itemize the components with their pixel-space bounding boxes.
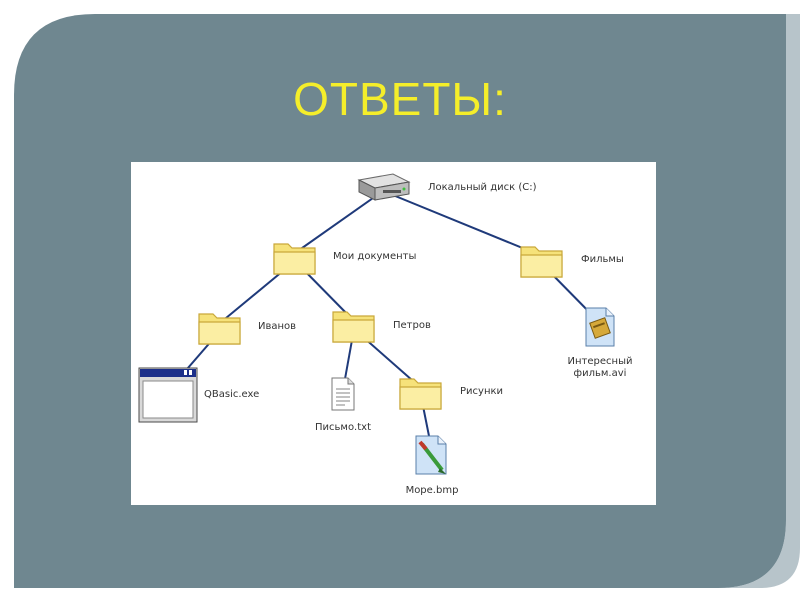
folder-icon [271,236,319,282]
node-label-petrov: Петров [393,320,431,331]
connector-drive-films [382,190,543,257]
folder-icon [330,304,378,350]
video-file-icon [582,306,618,352]
node-label-mydocs: Мои документы [333,251,417,262]
node-label-movie: Интересный фильм.avi [567,356,633,379]
node-label-drive: Локальный диск (C:) [428,182,537,193]
node-label-letter: Письмо.txt [314,422,371,433]
bitmap-file-icon [412,434,452,480]
folder-icon [196,306,244,352]
text-file-icon [330,376,356,416]
connector-drive-mydocs [294,190,384,254]
slide-title: ОТВЕТЫ: [293,73,507,125]
node-label-films: Фильмы [581,254,624,265]
node-label-ivanov: Иванов [258,321,297,332]
folder-icon [397,371,445,417]
file-tree-panel: Локальный диск (C:) Мои документы Фильмы… [131,162,656,505]
folder-icon [518,239,566,285]
node-label-qbasic: QBasic.exe [204,389,260,400]
node-label-sea: Море.bmp [405,485,459,496]
application-window-icon [137,366,199,428]
node-label-pictures: Рисунки [460,386,504,397]
hard-drive-icon [353,170,413,208]
frame-highlight [718,14,800,588]
